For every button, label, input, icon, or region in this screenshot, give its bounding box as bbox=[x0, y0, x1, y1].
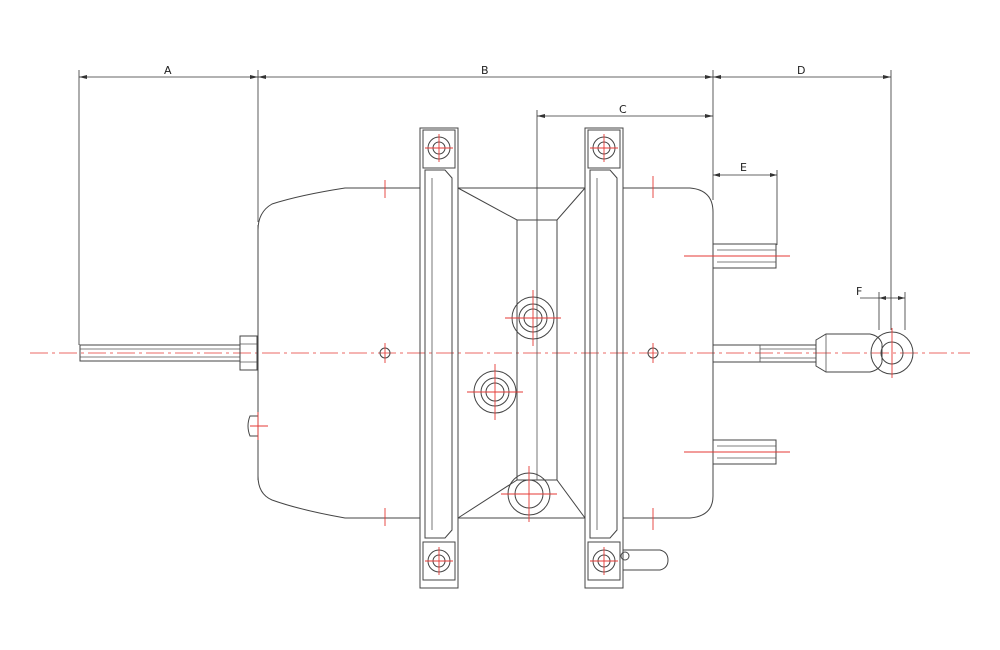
lower-mounting-stud bbox=[684, 439, 790, 465]
dim-label-b: B bbox=[481, 64, 489, 77]
dimension-lines bbox=[78, 70, 906, 345]
upper-mounting-stud bbox=[684, 243, 790, 269]
clevis-eye bbox=[870, 328, 914, 378]
left-clamp-band bbox=[419, 127, 459, 589]
dim-label-d: D bbox=[797, 64, 805, 77]
center-section bbox=[457, 187, 586, 522]
dim-label-a: A bbox=[164, 64, 172, 77]
right-clamp-band bbox=[584, 127, 669, 589]
dimension-labels: A B D C E F bbox=[164, 64, 862, 298]
dim-label-f: F bbox=[856, 285, 862, 298]
spring-chamber bbox=[247, 180, 420, 526]
dim-label-c: C bbox=[619, 103, 627, 116]
right-push-rod bbox=[712, 333, 883, 373]
dim-label-e: E bbox=[740, 161, 747, 174]
left-push-rod bbox=[79, 335, 258, 371]
